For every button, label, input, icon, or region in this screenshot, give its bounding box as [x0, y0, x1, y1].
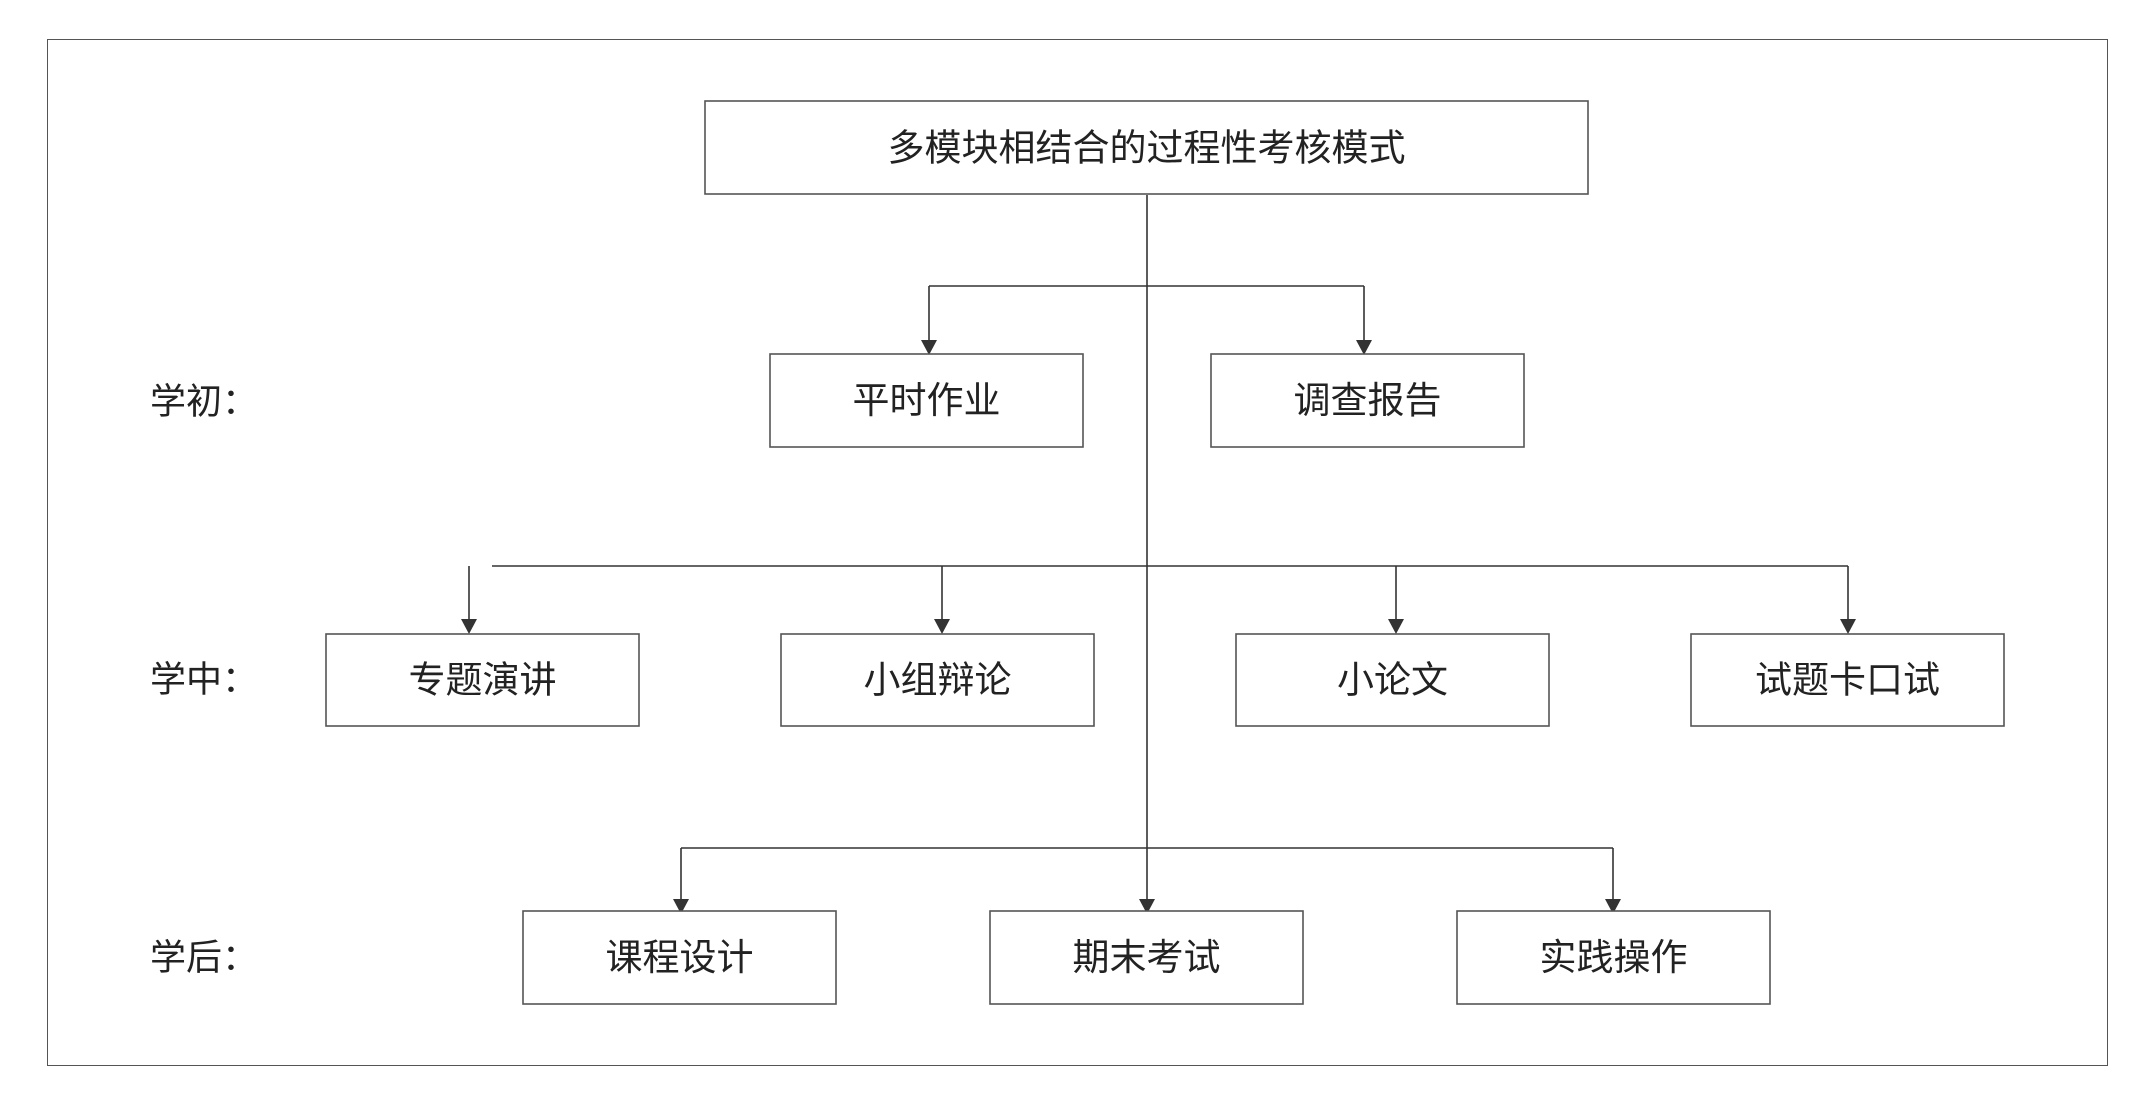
node-final-exam: 期末考试: [989, 910, 1304, 1005]
root-node: 多模块相结合的过程性考核模式: [704, 100, 1589, 195]
node-oral-card-test-label: 试题卡口试: [1755, 659, 1940, 702]
root-node-label: 多模块相结合的过程性考核模式: [888, 127, 1406, 170]
node-survey-report: 调查报告: [1210, 353, 1525, 448]
stage-label-middle: 学中：: [150, 660, 258, 701]
node-topic-speech: 专题演讲: [325, 633, 640, 727]
arrowhead-speech: [461, 619, 477, 634]
arrowhead-essay: [1388, 619, 1404, 634]
node-course-design-label: 课程设计: [606, 936, 754, 979]
node-practical-operation: 实践操作: [1456, 910, 1771, 1005]
arrowhead-exam: [1139, 899, 1155, 914]
node-course-design: 课程设计: [522, 910, 837, 1005]
connectors: [468, 195, 1849, 899]
node-survey-report-box: [1210, 353, 1525, 448]
root-node-box: [704, 100, 1589, 195]
node-short-essay-label: 小论文: [1337, 659, 1448, 702]
node-homework-label: 平时作业: [853, 379, 1001, 422]
arrowheads: [461, 340, 1856, 914]
node-final-exam-label: 期末考试: [1073, 936, 1221, 979]
stage-label-early: 学初：: [150, 382, 258, 423]
arrowhead-design: [673, 899, 689, 914]
node-oral-card-test: 试题卡口试: [1690, 633, 2005, 727]
arrowhead-debate: [934, 619, 950, 634]
node-survey-report-label: 调查报告: [1294, 379, 1442, 422]
node-group-debate-box: [780, 633, 1095, 727]
node-short-essay-box: [1235, 633, 1550, 727]
node-group-debate-label: 小组辩论: [864, 659, 1012, 702]
node-practical-operation-box: [1456, 910, 1771, 1005]
node-final-exam-box: [989, 910, 1304, 1005]
node-homework: 平时作业: [769, 353, 1084, 448]
stage-label-late: 学后：: [150, 938, 258, 979]
stage-labels: 学初： 学中： 学后：: [150, 382, 258, 979]
node-homework-box: [769, 353, 1084, 448]
node-topic-speech-box: [325, 633, 640, 727]
arrowhead-oral: [1840, 619, 1856, 634]
node-short-essay: 小论文: [1235, 633, 1550, 727]
arrowhead-practice: [1605, 899, 1621, 914]
diagram-frame: [47, 39, 2108, 1066]
arrowhead-homework: [921, 340, 937, 355]
node-topic-speech-label: 专题演讲: [409, 659, 557, 702]
node-course-design-box: [522, 910, 837, 1005]
arrowhead-survey: [1356, 340, 1372, 355]
node-group-debate: 小组辩论: [780, 633, 1095, 727]
node-oral-card-test-box: [1690, 633, 2005, 727]
node-practical-operation-label: 实践操作: [1540, 936, 1688, 979]
